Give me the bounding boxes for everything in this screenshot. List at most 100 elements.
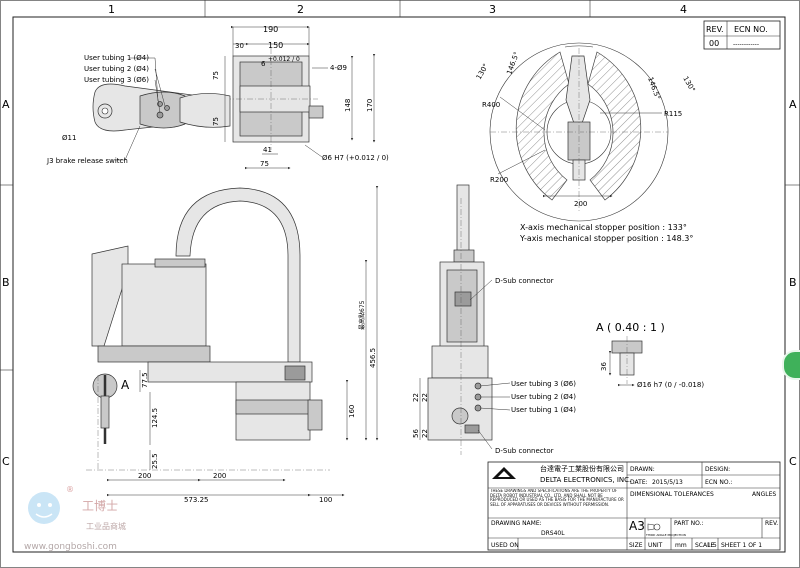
date-value: 2015/5/13 <box>652 479 683 486</box>
part-no-label: PART NO.: <box>674 520 704 527</box>
dim-200-workspace: 200 <box>574 200 587 208</box>
ecn-value: ------------ <box>733 41 759 48</box>
dimensional-tolerances-label: DIMENSIONAL TOLERANCES <box>630 491 714 498</box>
user-tubing-3-label: User tubing 3 (Ø6) <box>84 76 149 84</box>
drawn-label: DRAWN: <box>630 466 655 473</box>
dim-75-base: 75 <box>260 160 269 168</box>
dim-160: 160 <box>348 405 356 418</box>
row-label-c-right: C <box>789 455 797 468</box>
watermark <box>28 492 60 524</box>
ecn-no-label: ECN NO.: <box>705 479 732 486</box>
row-label-c-left: C <box>2 455 10 468</box>
col-label-4: 4 <box>680 3 687 16</box>
detail-shaft-16h7: Ø16 h7 (0 / -0.018) <box>637 381 704 389</box>
detail-a-marker: A <box>121 378 130 392</box>
side-help-tab[interactable] <box>782 350 800 380</box>
side-view <box>86 186 379 497</box>
angle-130-left: 130° <box>475 62 490 81</box>
rev-value: 00 <box>709 39 719 48</box>
watermark-subtitle: 工业品商城 <box>86 521 126 531</box>
row-label-a-left: A <box>2 98 10 111</box>
y-axis-stopper-note: Y-axis mechanical stopper position : 148… <box>519 234 693 243</box>
dim-200-a: 200 <box>138 472 151 480</box>
row-label-b-left: B <box>2 276 10 289</box>
d-sub-connector-bottom: D-Sub connector <box>495 447 554 455</box>
sheet-count: SHEET 1 OF 1 <box>721 542 762 549</box>
dim-4565: 456.5 <box>369 348 377 368</box>
user-tubing-1-label: User tubing 1 (Ø4) <box>84 54 149 62</box>
radius-115: R115 <box>664 110 682 118</box>
detail-a-view <box>608 336 643 387</box>
confidentiality-notice: THESE DRAWINGS AND SPECIFICATIONS ARE TH… <box>490 489 624 507</box>
date-label: DATE: <box>630 479 648 486</box>
shaft-6h7: Ø6 H7 (+0.012 / 0) <box>322 154 389 162</box>
unit-label: UNIT <box>648 542 663 549</box>
title-block <box>487 461 781 551</box>
detail-dim-36: 36 <box>600 362 608 371</box>
holes-4x9: 4-Ø9 <box>330 64 347 72</box>
dim-775: 77.5 <box>141 372 149 388</box>
sheet-size-label: SIZE <box>629 542 643 549</box>
dim-170: 170 <box>366 99 374 112</box>
dim-190: 190 <box>263 25 278 34</box>
watermark-url: www.gongboshi.com <box>24 542 117 552</box>
dim-30: 30 <box>235 42 244 50</box>
rear-tubing-1: User tubing 1 (Ø4) <box>511 406 576 414</box>
watermark-brand: 工博士 <box>82 498 118 513</box>
row-label-a-right: A <box>789 98 797 111</box>
company-name-cn: 台達電子工業股份有限公司 <box>540 464 624 473</box>
design-label: DESIGN: <box>705 466 730 473</box>
scale-label: SCALE <box>695 542 714 549</box>
dim-150: 150 <box>268 41 283 50</box>
projection-label: THIRD ANGLE PROJECTION <box>645 533 686 537</box>
company-name-en: DELTA ELECTRONICS, INC. <box>540 476 631 484</box>
rev-label: REV. <box>765 520 778 527</box>
dim-75-top: 75 <box>212 71 220 80</box>
row-label-b-right: B <box>789 276 797 289</box>
col-label-1: 1 <box>108 3 115 16</box>
rear-dim-22-b: 22 <box>421 393 429 402</box>
radius-200: R200 <box>490 176 508 184</box>
radius-400: R400 <box>482 101 500 109</box>
watermark-registered-mark: ® <box>66 485 74 494</box>
dim-255: 25.5 <box>151 453 159 469</box>
rear-tubing-3: User tubing 3 (Ø6) <box>511 380 576 388</box>
detail-a-title: A ( 0.40 : 1 ) <box>596 321 665 334</box>
rear-view <box>419 184 511 455</box>
unit-value: mm <box>675 542 687 549</box>
dim-148: 148 <box>344 99 352 112</box>
dim-75-bottom: 75 <box>212 117 220 126</box>
ecn-header: ECN NO. <box>734 25 768 34</box>
workspace-view <box>489 42 669 222</box>
diameter-11: Ø11 <box>62 134 76 142</box>
angle-130-right: 130° <box>681 75 696 94</box>
sheet-size-value: A3 <box>629 519 645 533</box>
dim-41: 41 <box>263 146 272 154</box>
dim-6-tolerance: +0.012 / 0 <box>268 56 300 63</box>
d-sub-connector-top: D-Sub connector <box>495 277 554 285</box>
angles-label: ANGLES <box>752 491 776 498</box>
rear-dim-22-a: 22 <box>412 393 420 402</box>
revision-block <box>703 20 781 50</box>
angle-1465-right: 146.5° <box>646 76 662 101</box>
rear-dim-22-c: 22 <box>421 429 429 438</box>
rear-tubing-2: User tubing 2 (Ø4) <box>511 393 576 401</box>
drawing-name-value: DRS40L <box>541 530 565 537</box>
dim-200-b: 200 <box>213 472 226 480</box>
user-tubing-2-label: User tubing 2 (Ø4) <box>84 65 149 73</box>
scale-value: 1:5 <box>707 542 717 549</box>
rev-header: REV. <box>706 25 724 34</box>
angle-1465-left: 146.5° <box>505 51 521 76</box>
top-view <box>92 25 376 170</box>
col-label-2: 2 <box>297 3 304 16</box>
brake-switch-label: J3 brake release switch <box>46 157 128 165</box>
used-on-label: USED ON <box>491 542 519 549</box>
dim-6: 6 <box>261 60 266 68</box>
dim-100: 100 <box>319 496 332 504</box>
rear-dim-56: 56 <box>412 429 420 438</box>
drawing-name-label: DRAWING NAME: <box>491 520 542 527</box>
dim-1245: 124.5 <box>151 408 159 428</box>
dim-57325: 573.25 <box>184 496 209 504</box>
col-label-3: 3 <box>489 3 496 16</box>
x-axis-stopper-note: X-axis mechanical stopper position : 133… <box>520 223 687 232</box>
